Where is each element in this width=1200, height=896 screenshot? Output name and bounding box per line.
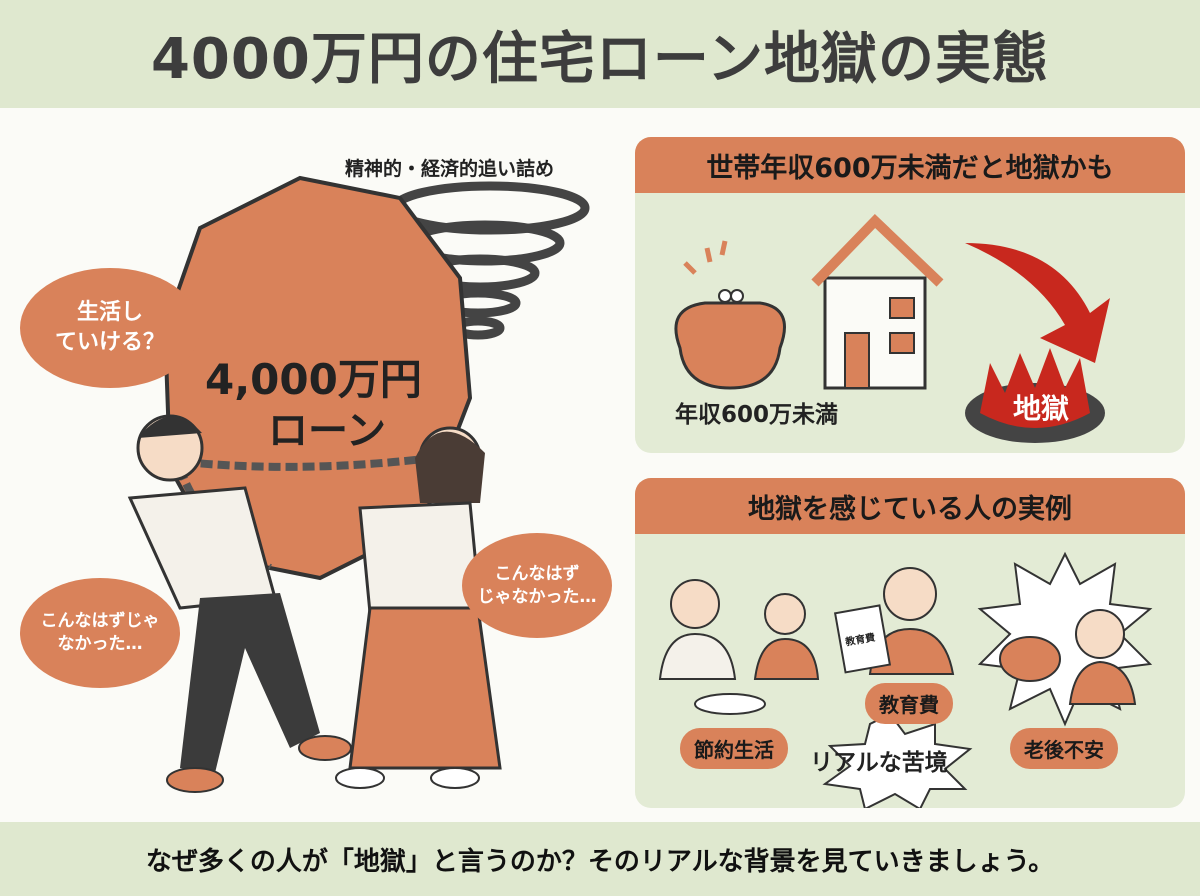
hell-label: 地獄 [1013, 392, 1070, 425]
real-hardship-label: リアルな苦境 [810, 750, 948, 776]
title-band: 4000万円の住宅ローン地獄の実態 [0, 0, 1200, 108]
panel-real-examples: 地獄を感じている人の実例 教育費 節約生活 教育費 老後不安 リアルな苦境 [635, 478, 1185, 808]
income-label: 年収600万未満 [675, 402, 839, 428]
family-eating [658, 579, 820, 715]
purse-icon [674, 240, 786, 390]
footer-text: なぜ多くの人が「地獄」と言うのか？そのリアルな背景を見ていきましょう。 [145, 846, 1055, 877]
bubble-line: 生活し [76, 300, 143, 326]
speech-bubble-top: 生活していける？ [20, 268, 200, 388]
boulder-loan: ローン [268, 408, 386, 454]
bubble-line: こんなはず [494, 563, 580, 584]
burst-shape [822, 712, 973, 808]
panel-heading: 地獄を感じている人の実例 [635, 478, 1185, 534]
bubble-line: ていける？ [54, 330, 165, 355]
boulder-amount: 4,000万円 [205, 355, 422, 404]
bubble-line: じゃなかった… [477, 586, 597, 607]
man-figure [127, 414, 352, 793]
speech-bubble-man: こんなはずじゃなかった… [20, 578, 180, 688]
elderly-woman [1068, 609, 1137, 705]
stress-caption: 精神的・経済的追い詰め [345, 158, 555, 180]
house-icon [811, 213, 944, 390]
illustration-loan-burden: 精神的・経済的追い詰め 4,000万円 ローン [0, 108, 625, 820]
couple-boulder-illustration [127, 175, 590, 793]
footer-band: なぜ多くの人が「地獄」と言うのか？そのリアルな背景を見ていきましょう。 [0, 822, 1200, 896]
bubble-line: こんなはずじゃ [40, 611, 160, 632]
fire-pit-icon [965, 348, 1105, 443]
panel-income-risk: 世帯年収600万未満だと地獄かも 年収600万未満 地獄 [635, 137, 1185, 453]
income-house-hell-illustration [674, 213, 1110, 443]
tag-retirement-anxiety: 老後不安 [1010, 728, 1118, 769]
examples-illustration [658, 551, 1153, 808]
woman-figure [335, 426, 502, 789]
speech-bubble-woman: こんなはずじゃなかった… [462, 533, 612, 638]
page-title: 4000万円の住宅ローン地獄の実態 [150, 26, 1050, 92]
panel-heading: 世帯年収600万未満だと地獄かも [635, 137, 1185, 193]
worried-woman [833, 567, 955, 675]
piggy-bank-icon [999, 636, 1061, 682]
arrow-down-icon [965, 243, 1110, 363]
tag-education-cost: 教育費 [865, 683, 953, 724]
tag-saving-life: 節約生活 [680, 728, 788, 769]
bubble-line: なかった… [57, 634, 143, 654]
